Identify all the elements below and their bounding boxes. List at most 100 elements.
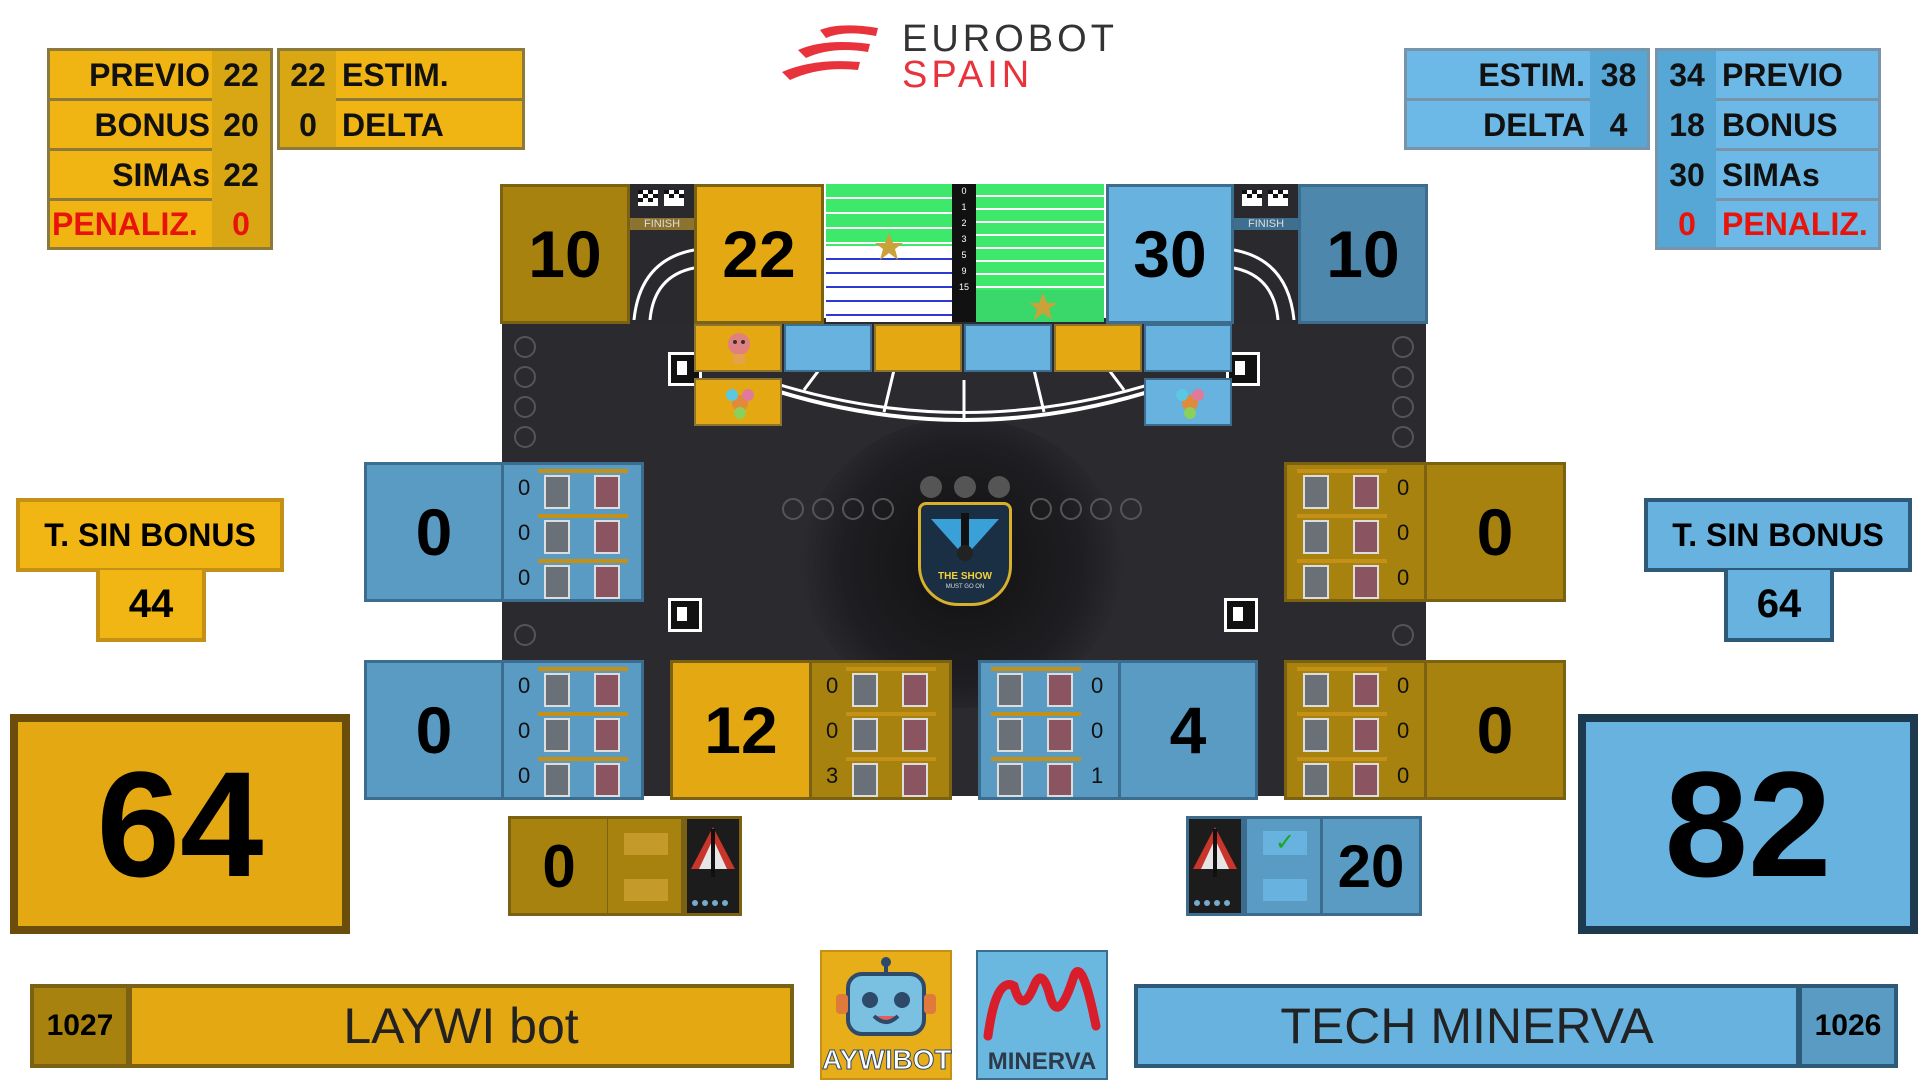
- blue-previo-value: 34: [1669, 56, 1705, 93]
- pantry-yellow-2: [874, 324, 962, 372]
- can-icon: [544, 565, 570, 599]
- can-icon: [1047, 763, 1073, 797]
- blue-bonus-slots: ✓: [1244, 816, 1320, 916]
- can-icon: [594, 763, 620, 797]
- scale-tick: 5: [961, 250, 967, 260]
- blue-team-name: TECH MINERVA: [1134, 984, 1800, 1068]
- blue-sin-bonus-label: T. SIN BONUS: [1644, 498, 1912, 572]
- can-icon: [1353, 520, 1379, 554]
- can-icon: [997, 673, 1023, 707]
- zone-right-lower-score: 0: [1424, 660, 1566, 800]
- scale-tick: 15: [958, 282, 969, 292]
- flower-mascot-icon: [726, 389, 754, 419]
- yellow-bonus-value: 20: [223, 106, 259, 143]
- scale-tick: 3: [961, 234, 967, 244]
- can-icon: [594, 673, 620, 707]
- bonus-slot: [1263, 879, 1307, 901]
- yellow-finish-score: 10: [500, 184, 630, 324]
- can-icon: [997, 763, 1023, 797]
- can-icon: [997, 718, 1023, 752]
- bonus-slot: [624, 879, 668, 901]
- can-icon: [1303, 475, 1329, 509]
- can-icon: [1303, 673, 1329, 707]
- zone-center-right-score: 4: [1118, 660, 1258, 800]
- shelf-right-lower: 0 0 0: [1284, 660, 1424, 800]
- can-icon: [1353, 718, 1379, 752]
- can-icon: [544, 673, 570, 707]
- finish-label: FINISH: [630, 218, 694, 230]
- blue-delta-label: DELTA: [1483, 106, 1585, 143]
- yellow-show-card-icon: [684, 816, 742, 916]
- shelf-count: 0: [1397, 718, 1410, 743]
- guitar-icon: [931, 513, 999, 561]
- eurobot-swoosh-icon: [782, 25, 878, 80]
- yellow-simas-label: SIMAs: [112, 156, 210, 193]
- eurobot-logo: EUROBOT SPAIN: [780, 18, 1160, 96]
- shelf-left-lower: 0 0 0: [504, 660, 644, 800]
- scale-tick: 9: [961, 266, 967, 276]
- badge-line1: THE SHOW: [938, 571, 992, 582]
- track-curve-icon: [632, 248, 694, 320]
- blue-team-id: 1026: [1798, 984, 1898, 1068]
- badge-line2: MUST GO ON: [945, 584, 985, 590]
- pantry-blue-2: [964, 324, 1052, 372]
- blue-penaliz-label: PENALIZ.: [1722, 205, 1868, 242]
- shelf-count: 0: [518, 520, 531, 545]
- shelf-center-right: 0 0 1: [978, 660, 1118, 800]
- shelf-right-upper: 0 0 0: [1284, 462, 1424, 602]
- yellow-previo-label: PREVIO: [89, 56, 210, 93]
- checkered-flag-icon: [638, 190, 684, 206]
- yellow-finish-zone: FINISH: [630, 184, 694, 324]
- pantry-yellow-4: [694, 378, 782, 426]
- can-icon: [852, 718, 878, 752]
- shelf-count: 0: [1091, 718, 1104, 743]
- can-icon: [1047, 718, 1073, 752]
- robot-icon: [836, 957, 936, 1036]
- shelf-count: 1: [1091, 763, 1104, 788]
- can-icon: [594, 520, 620, 554]
- yellow-estim-value: 22: [290, 56, 326, 93]
- yellow-team-name: LAYWI bot: [128, 984, 794, 1068]
- yellow-ramp: [826, 184, 952, 322]
- can-icon: [544, 520, 570, 554]
- show-badge: THE SHOW MUST GO ON: [918, 502, 1012, 606]
- zone-center-left-score: 12: [670, 660, 812, 800]
- shelf-count: 0: [518, 475, 531, 500]
- blue-logo-text: MINERVA: [987, 1048, 1097, 1075]
- pantry-blue-3: [1144, 324, 1232, 372]
- can-icon: [852, 763, 878, 797]
- can-icon: [1303, 718, 1329, 752]
- yellow-penaliz-value: 0: [232, 205, 250, 242]
- shelf-count: 0: [518, 763, 531, 788]
- can-icon: [594, 475, 620, 509]
- fan-mascot-icon: [728, 333, 750, 364]
- yellow-logo-text: AYWIBOT: [822, 1044, 953, 1076]
- blue-sin-bonus-value: 64: [1724, 570, 1834, 642]
- can-icon: [852, 673, 878, 707]
- zone-left-lower-score: 0: [364, 660, 504, 800]
- badge-coin-icon: [954, 476, 976, 498]
- can-icon: [1353, 475, 1379, 509]
- shelf-count: 0: [826, 673, 839, 698]
- can-icon: [1353, 565, 1379, 599]
- yellow-sin-bonus-value: 44: [96, 570, 206, 642]
- track-curve-icon: [1234, 248, 1296, 320]
- badge-coin-icon: [988, 476, 1010, 498]
- can-icon: [1047, 673, 1073, 707]
- bonus-check: ✓: [1263, 831, 1307, 855]
- blue-finish-score: 10: [1298, 184, 1428, 324]
- can-icon: [902, 718, 928, 752]
- scale-tick: 1: [961, 202, 967, 212]
- yellow-delta-value: 0: [299, 106, 317, 143]
- pantry-blue-1: [784, 324, 872, 372]
- shelf-left-upper: 0 0 0: [504, 462, 644, 602]
- yellow-team-logo: AYWIBOT: [820, 950, 952, 1080]
- can-icon: [902, 673, 928, 707]
- pantry-yellow-3: [1054, 324, 1142, 372]
- yellow-sin-bonus-label: T. SIN BONUS: [16, 498, 284, 572]
- shelf-count: 0: [1397, 763, 1410, 788]
- blue-delta-value: 4: [1609, 106, 1628, 143]
- scale-tick: 0: [961, 186, 967, 196]
- shelf-count: 0: [826, 718, 839, 743]
- blue-total-score: 82: [1578, 714, 1918, 934]
